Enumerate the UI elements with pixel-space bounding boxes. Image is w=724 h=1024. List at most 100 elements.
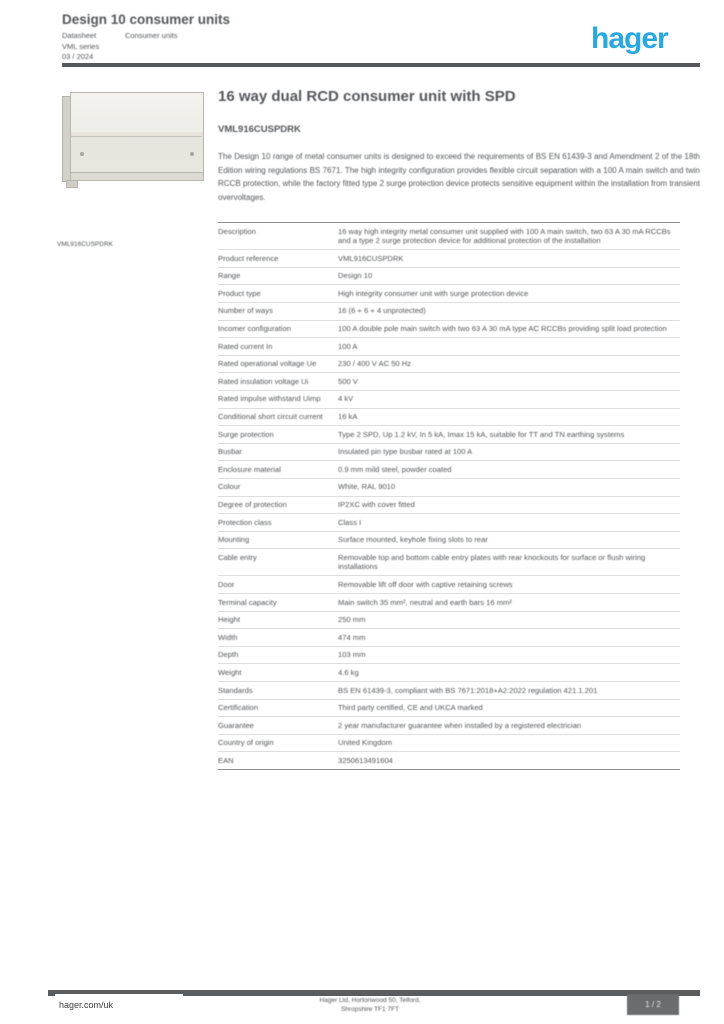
- unit-foot: [66, 180, 78, 188]
- spec-label: Guarantee: [218, 720, 254, 730]
- spec-label: Mounting: [218, 535, 250, 545]
- spec-row: Certification Third party certified, CE …: [218, 700, 680, 718]
- spec-row: Range Design 10: [218, 268, 680, 286]
- spec-row: Degree of protection IP2XC with cover fi…: [218, 497, 680, 515]
- spec-value: Type 2 SPD, Up 1.2 kV, In 5 kA, Imax 15 …: [338, 429, 625, 439]
- spec-value: Class I: [338, 517, 362, 527]
- spec-label: Rated current In: [218, 341, 273, 351]
- product-title: 16 way dual RCD consumer unit with SPD: [218, 88, 516, 105]
- spec-label: EAN: [218, 755, 234, 765]
- meta-line-3: 03 / 2024: [62, 52, 94, 61]
- spec-value: 16 way high integrity metal consumer uni…: [338, 226, 671, 246]
- spec-value: United Kingdom: [338, 738, 393, 748]
- spec-value: 474 mm: [338, 632, 366, 642]
- spec-label: Certification: [218, 703, 259, 713]
- spec-label: Cable entry: [218, 552, 257, 562]
- spec-label: Rated impulse withstand Uimp: [218, 394, 321, 404]
- spec-label: Depth: [218, 650, 239, 660]
- spec-label: Rated operational voltage Ue: [218, 359, 317, 369]
- spec-label: Enclosure material: [218, 464, 281, 474]
- spec-row: Number of ways 16 (6 + 6 + 4 unprotected…: [218, 303, 680, 321]
- unit-screw-right: [190, 152, 194, 156]
- spec-table: Description 16 way high integrity metal …: [218, 222, 680, 770]
- spec-label: Degree of protection: [218, 500, 287, 509]
- spec-value: 500 V: [338, 376, 358, 386]
- spec-value: Removable lift off door with captive ret…: [338, 579, 513, 589]
- spec-value: Design 10: [338, 271, 373, 281]
- spec-value: 100 A double pole main switch with two 6…: [338, 324, 667, 334]
- spec-value: 16 kA: [338, 412, 358, 422]
- spec-row: Standards BS EN 61439-3, compliant with …: [218, 682, 680, 700]
- spec-row: Rated impulse withstand Uimp 4 kV: [218, 391, 680, 409]
- spec-value: Surface mounted, keyhole fixing slots to…: [338, 535, 488, 545]
- spec-value: 4 kV: [338, 394, 354, 404]
- spec-value: BS EN 61439-3, compliant with BS 7671:20…: [338, 685, 598, 695]
- spec-row: Rated current In 100 A: [218, 338, 680, 356]
- spec-row: Door Removable lift off door with captiv…: [218, 576, 680, 595]
- spec-value: Third party certified, CE and UKCA marke…: [338, 703, 483, 713]
- spec-value: 0.9 mm mild steel, powder coated: [338, 464, 452, 474]
- spec-label: Rated insulation voltage Ui: [218, 376, 309, 386]
- unit-bottom-lip: [70, 172, 204, 181]
- spec-label: Range: [218, 271, 241, 281]
- meta-line-2: VML series: [62, 41, 100, 51]
- spec-row: Cable entry Removable top and bottom cab…: [218, 549, 680, 577]
- spec-value: 103 mm: [338, 650, 366, 660]
- spec-label: Product reference: [218, 253, 279, 263]
- footer-bar: [48, 990, 700, 996]
- spec-row: Product type High integrity consumer uni…: [218, 285, 680, 303]
- document-category: Consumer units: [125, 31, 178, 40]
- spec-row: Surge protection Type 2 SPD, Up 1.2 kV, …: [218, 426, 680, 444]
- document-title: Design 10 consumer units: [62, 12, 231, 27]
- spec-row: Product reference VML916CUSPDRK: [218, 250, 680, 268]
- spec-row: Height 250 mm: [218, 612, 680, 630]
- spec-label: Weight: [218, 667, 242, 677]
- spec-row: Description 16 way high integrity metal …: [218, 223, 680, 251]
- footer-website-link[interactable]: hager.com/uk: [55, 994, 183, 1016]
- spec-label: Description: [218, 226, 256, 236]
- header-divider: [62, 63, 700, 67]
- spec-label: Colour: [218, 482, 241, 492]
- document-meta: Datasheet VML series 03 / 2024: [62, 31, 132, 63]
- spec-label: Width: [218, 632, 238, 642]
- spec-label: Conditional short circuit current: [218, 412, 323, 422]
- spec-row: Weight 4.6 kg: [218, 664, 680, 683]
- spec-value: 230 / 400 V AC 50 Hz: [338, 359, 412, 369]
- spec-row: Rated operational voltage Ue 230 / 400 V…: [218, 356, 680, 374]
- hager-logo: hager: [591, 22, 669, 55]
- spec-label: Number of ways: [218, 306, 273, 316]
- spec-label: Country of origin: [218, 738, 274, 748]
- spec-label: Product type: [218, 288, 261, 298]
- spec-label: Standards: [218, 685, 253, 695]
- spec-row: Protection class Class I: [218, 514, 680, 532]
- spec-row: Enclosure material 0.9 mm mild steel, po…: [218, 461, 680, 479]
- spec-value: VML916CUSPDRK: [338, 253, 404, 263]
- spec-value: 2 year manufacturer guarantee when insta…: [338, 720, 582, 730]
- spec-row: Country of origin United Kingdom: [218, 735, 680, 753]
- spec-value: 250 mm: [338, 615, 366, 625]
- spec-value: Main switch 35 mm², neutral and earth ba…: [338, 597, 512, 607]
- footer-company: Hager Ltd, Hortonwood 50, Telford, Shrop…: [319, 997, 421, 1013]
- spec-value: 16 (6 + 6 + 4 unprotected): [338, 306, 426, 316]
- spec-value: White, RAL 9010: [338, 482, 396, 492]
- product-reference: VML916CUSPDRK: [218, 124, 301, 135]
- spec-value: Removable top and bottom cable entry pla…: [338, 552, 646, 572]
- spec-value: 100 A: [338, 341, 358, 351]
- spec-label: Busbar: [218, 447, 243, 457]
- product-photo: [62, 88, 204, 188]
- spec-row: Conditional short circuit current 16 kA: [218, 409, 680, 427]
- spec-row: EAN 3250613491604: [218, 752, 680, 769]
- spec-value: 3250613491604: [338, 755, 393, 765]
- meta-line-1: Datasheet: [62, 31, 97, 40]
- spec-row: Busbar Insulated pin type busbar rated a…: [218, 444, 680, 462]
- product-description: The Design 10 range of metal consumer un…: [218, 152, 700, 202]
- spec-label: Door: [218, 579, 235, 589]
- unit-screw-left: [80, 152, 84, 156]
- footer-page-indicator: 1 / 2: [627, 994, 679, 1015]
- spec-row: Incomer configuration 100 A double pole …: [218, 321, 680, 339]
- spec-row: Rated insulation voltage Ui 500 V: [218, 373, 680, 391]
- spec-value: IP2XC with cover fitted: [338, 500, 415, 509]
- spec-value: Insulated pin type busbar rated at 100 A: [338, 447, 473, 457]
- spec-label: Terminal capacity: [218, 597, 277, 607]
